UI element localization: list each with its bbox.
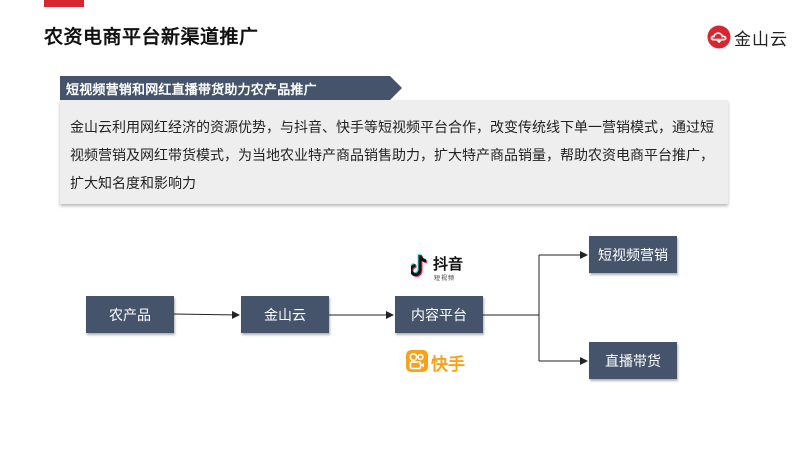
node-livestream-sales: 直播带货: [589, 342, 677, 379]
section-banner: 短视频营销和网红直播带货助力农产品推广: [60, 76, 402, 100]
cloud-logo-icon: [707, 25, 731, 49]
description-text: 金山云利用网红经济的资源优势，与抖音、快手等短视频平台合作，改变传统线下单一营销…: [70, 120, 714, 192]
node-short-video-marketing: 短视频营销: [589, 236, 677, 273]
connector-product-to-cloud: [173, 310, 240, 319]
douyin-note-icon: [408, 253, 428, 277]
kuaishou-logo: 快手: [406, 348, 472, 375]
node-agri-products: 农产品: [86, 296, 174, 333]
douyin-subtitle: 短视频: [434, 275, 456, 282]
banner-title: 短视频营销和网红直播带货助力农产品推广: [66, 83, 317, 98]
douyin-name: 抖音: [433, 255, 464, 273]
kingsoft-cloud-logo: 金山云: [707, 24, 788, 50]
kuaishou-name: 快手: [431, 355, 465, 375]
kuaishou-camera-icon: [406, 350, 428, 372]
node-content-platform: 内容平台: [395, 296, 483, 333]
page-title: 农资电商平台新渠道推广: [44, 26, 259, 48]
description-box: 金山云利用网红经济的资源优势，与抖音、快手等短视频平台合作，改变传统线下单一营销…: [60, 100, 728, 204]
douyin-logo: 抖音 短视频: [408, 252, 469, 284]
connector-platform-to-branches: [483, 255, 540, 361]
top-accent-bar: [44, 0, 84, 7]
node-kingsoft-cloud: 金山云: [241, 296, 329, 333]
logo-text: 金山云: [734, 29, 788, 50]
banner-arrow-shape: [60, 76, 402, 100]
